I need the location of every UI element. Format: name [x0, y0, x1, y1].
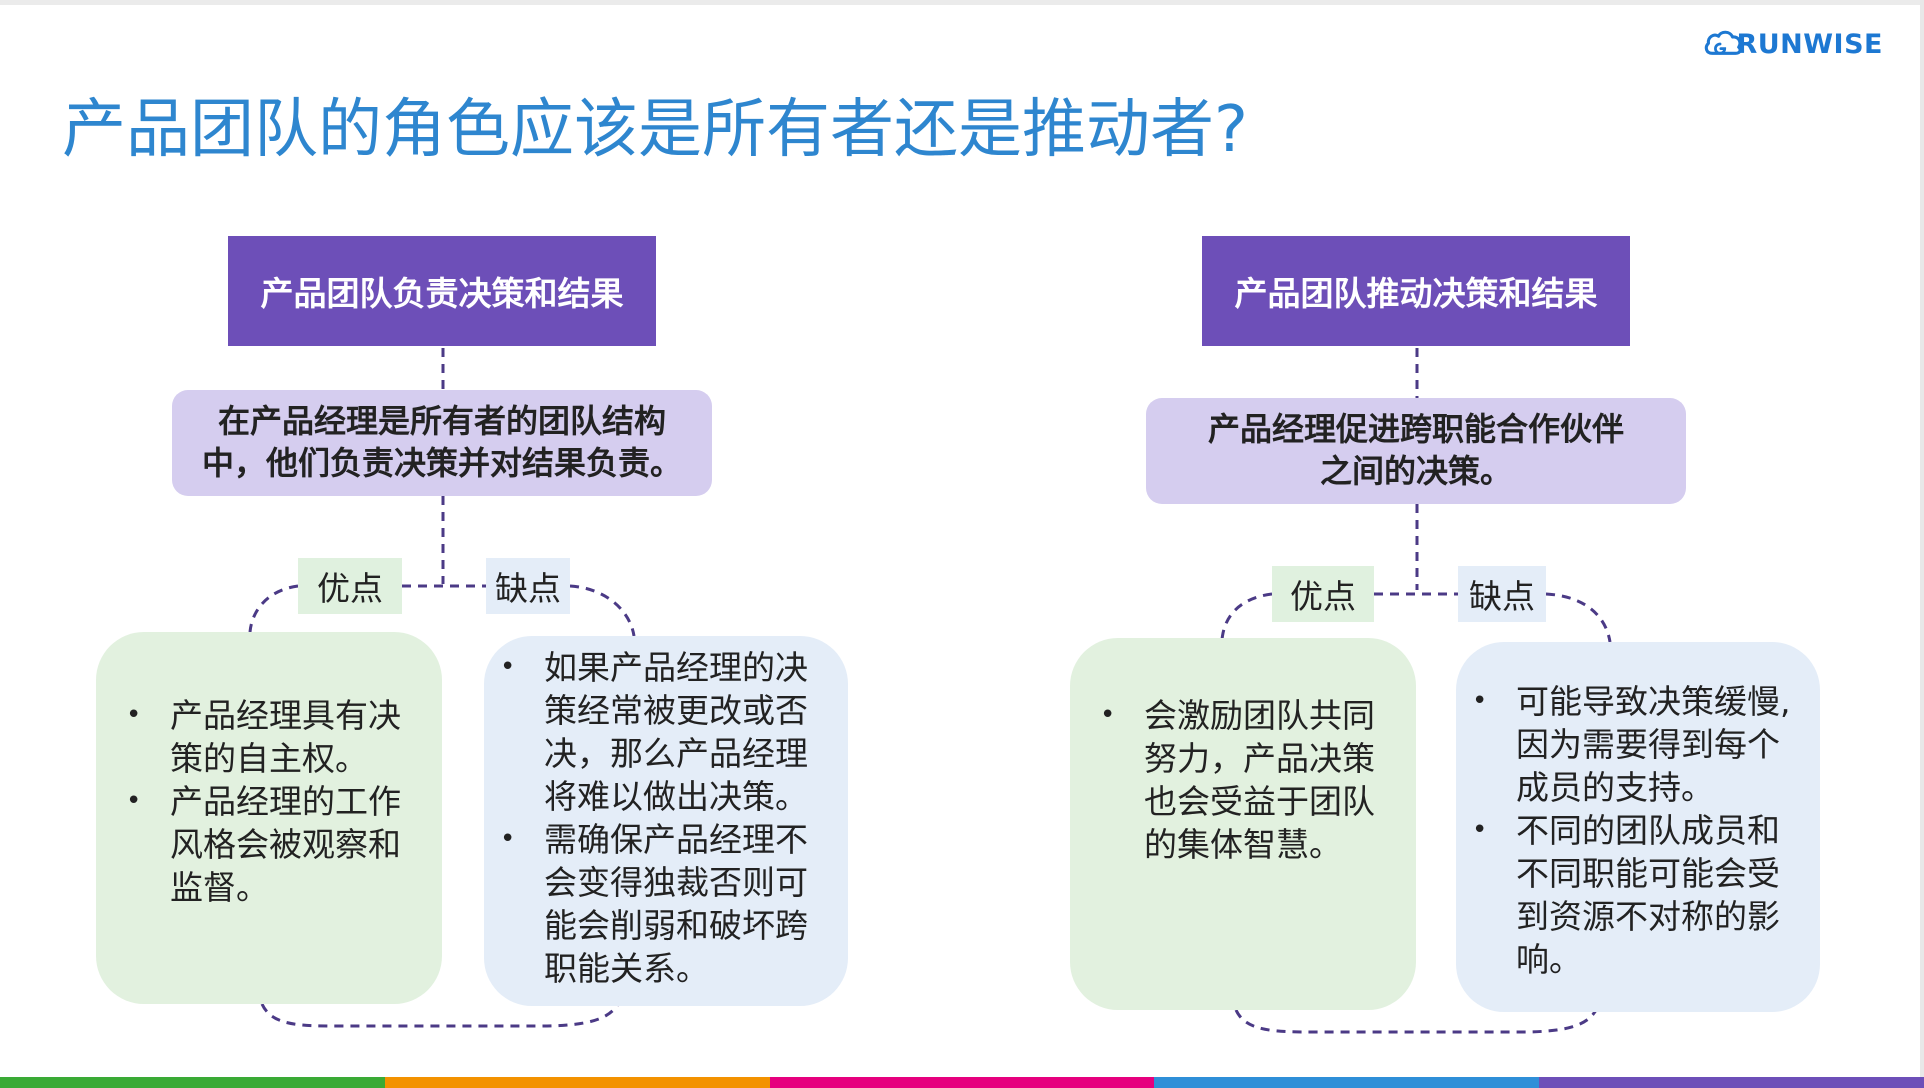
- right-pro-item-1: • 会激励团队共同努力，产品决策也会受益于团队的集体智慧。: [1100, 696, 1375, 864]
- left-heading-box: 产品团队负责决策和结果: [228, 236, 656, 346]
- right-pros-label: 优点: [1272, 566, 1374, 622]
- left-con-item-2: • 需确保产品经理不会变得独裁否则可能会削弱和破坏跨职能关系。: [500, 820, 808, 988]
- left-description-line-2: 中，他们负责决策并对结果负责。: [201, 444, 682, 482]
- right-con-item-1: • 可能导致决策缓慢,因为需要得到每个成员的支持。: [1472, 682, 1791, 807]
- bullet-icon: •: [126, 700, 142, 730]
- bottom-bar-purple: [1539, 1077, 1924, 1088]
- right-con-item-2: • 不同的团队成员和不同职能可能会受到资源不对称的影响。: [1472, 811, 1780, 979]
- right-heading-box: 产品团队推动决策和结果: [1202, 236, 1630, 346]
- left-pro-item-2: • 产品经理的工作风格会被观察和监督。: [126, 782, 401, 907]
- right-cons-label: 缺点: [1458, 566, 1546, 622]
- left-cons-label: 缺点: [486, 558, 570, 614]
- page-title: 产品团队的角色应该是所有者还是推动者?: [62, 93, 1248, 167]
- right-border-strip: [1920, 0, 1924, 1088]
- bullet-icon: •: [1472, 815, 1488, 845]
- left-cons-card: • 如果产品经理的决策经常被更改或否决，那么产品经理将难以做出决策。 • 需确保…: [484, 636, 848, 1006]
- left-pro-item-1: • 产品经理具有决策的自主权。: [126, 696, 401, 778]
- right-pros-card: • 会激励团队共同努力，产品决策也会受益于团队的集体智慧。: [1070, 638, 1416, 1010]
- bottom-bar-green: [0, 1077, 385, 1088]
- bottom-bar-pink: [769, 1077, 1155, 1088]
- right-cons-card: • 可能导致决策缓慢,因为需要得到每个成员的支持。 • 不同的团队成员和不同职能…: [1456, 642, 1820, 1012]
- left-pros-card: • 产品经理具有决策的自主权。 • 产品经理的工作风格会被观察和监督。: [96, 632, 442, 1004]
- bullet-icon: •: [500, 824, 516, 854]
- right-description-box: 产品经理促进跨职能合作伙伴 之间的决策。: [1146, 398, 1686, 504]
- bullet-icon: •: [126, 786, 142, 816]
- right-heading: 产品团队推动决策和结果: [1234, 274, 1598, 313]
- bullet-icon: •: [1100, 700, 1116, 730]
- left-description-line-1: 在产品经理是所有者的团队结构: [217, 402, 666, 441]
- connector-right-con-card: [1545, 592, 1612, 643]
- cloud-logo-icon: [1704, 30, 1742, 55]
- left-pros-label: 优点: [298, 558, 402, 614]
- runwise-logo: RUNWISE: [1703, 22, 1883, 66]
- bullet-icon: •: [500, 652, 516, 682]
- connector-left-pro-card: [248, 584, 299, 633]
- bottom-bar-orange: [384, 1077, 770, 1088]
- logo-text: RUNWISE: [1736, 28, 1883, 60]
- connector-left-con-card: [569, 584, 636, 637]
- left-con-item-1: • 如果产品经理的决策经常被更改或否决，那么产品经理将难以做出决策。: [500, 648, 808, 816]
- bullet-icon: •: [1472, 686, 1488, 716]
- bottom-bar-blue: [1154, 1077, 1540, 1088]
- right-description-line-1: 产品经理促进跨职能合作伙伴: [1207, 410, 1624, 449]
- left-description-box: 在产品经理是所有者的团队结构 中，他们负责决策并对结果负责。: [172, 390, 712, 496]
- left-heading: 产品团队负责决策和结果: [260, 274, 624, 313]
- top-border-strip: [0, 0, 1924, 5]
- connector-right-pro-card: [1220, 592, 1273, 641]
- right-description-line-2: 之间的决策。: [1319, 452, 1512, 490]
- bottom-color-bar: [0, 1077, 1924, 1088]
